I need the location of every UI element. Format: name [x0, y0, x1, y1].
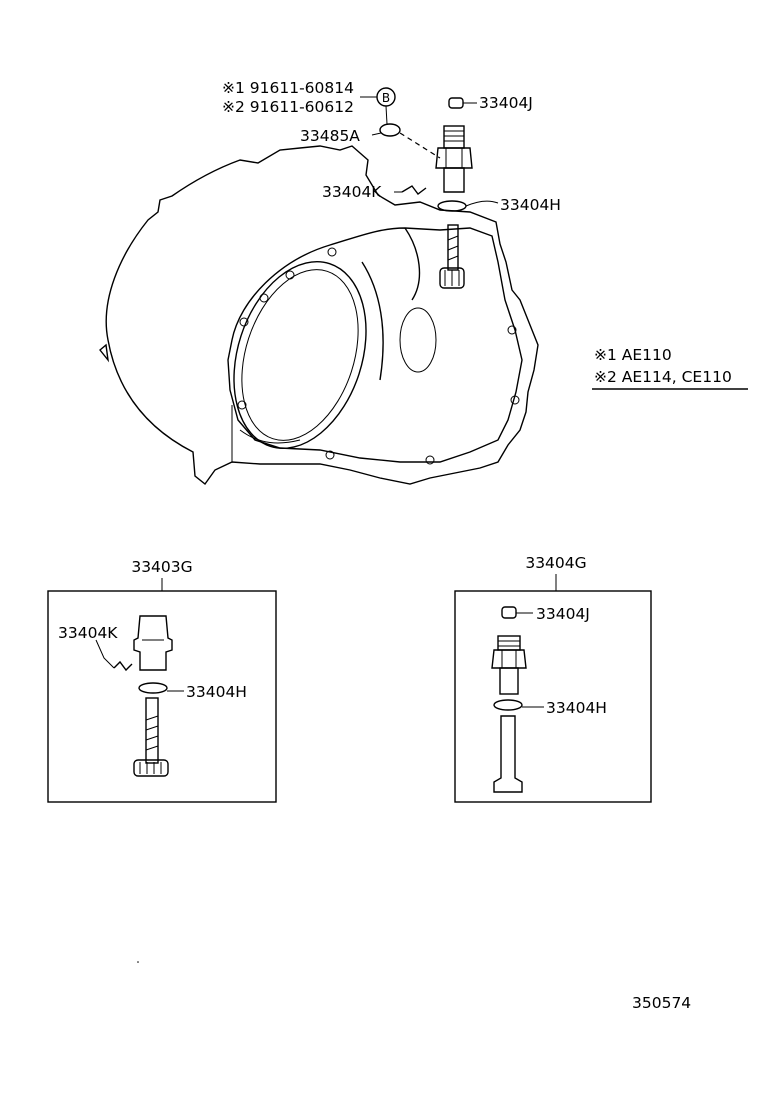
clamp-plate-label: 33485A — [300, 127, 360, 145]
applicability-note-2: ※2 AE114, CE110 — [594, 368, 732, 386]
speedometer-sleeve-illustration — [360, 87, 499, 212]
kit-right-o-ring-label: 33404H — [546, 699, 607, 717]
illustration-number: 350574 — [632, 994, 691, 1012]
kit-left-clip-label: 33404K — [58, 624, 118, 642]
kit-right-cap-label: 33404J — [536, 605, 590, 623]
applicability-note-1: ※1 AE110 — [594, 346, 672, 364]
lock-clip-label: 33404K — [322, 183, 382, 201]
kit-33403G: 33403G 33404K 33404H — [47, 558, 277, 803]
kit-right-title: 33404G — [525, 554, 586, 572]
bolt-note-2-label: ※2 91611-60612 — [222, 98, 354, 116]
bolt-ref-label: B — [382, 91, 390, 105]
transaxle-housing-illustration — [99, 145, 539, 486]
kit-33404G: 33404G 33404J 33404H — [454, 554, 652, 803]
bolt-note-1-label: ※1 91611-60814 — [222, 79, 354, 97]
o-ring-label: 33404H — [500, 196, 561, 214]
kit-right-box — [454, 590, 652, 803]
kit-left-box — [47, 590, 277, 803]
sleeve-cap-label: 33404J — [479, 94, 533, 112]
kit-left-title: 33403G — [131, 558, 192, 576]
kit-left-o-ring-label: 33404H — [186, 683, 247, 701]
